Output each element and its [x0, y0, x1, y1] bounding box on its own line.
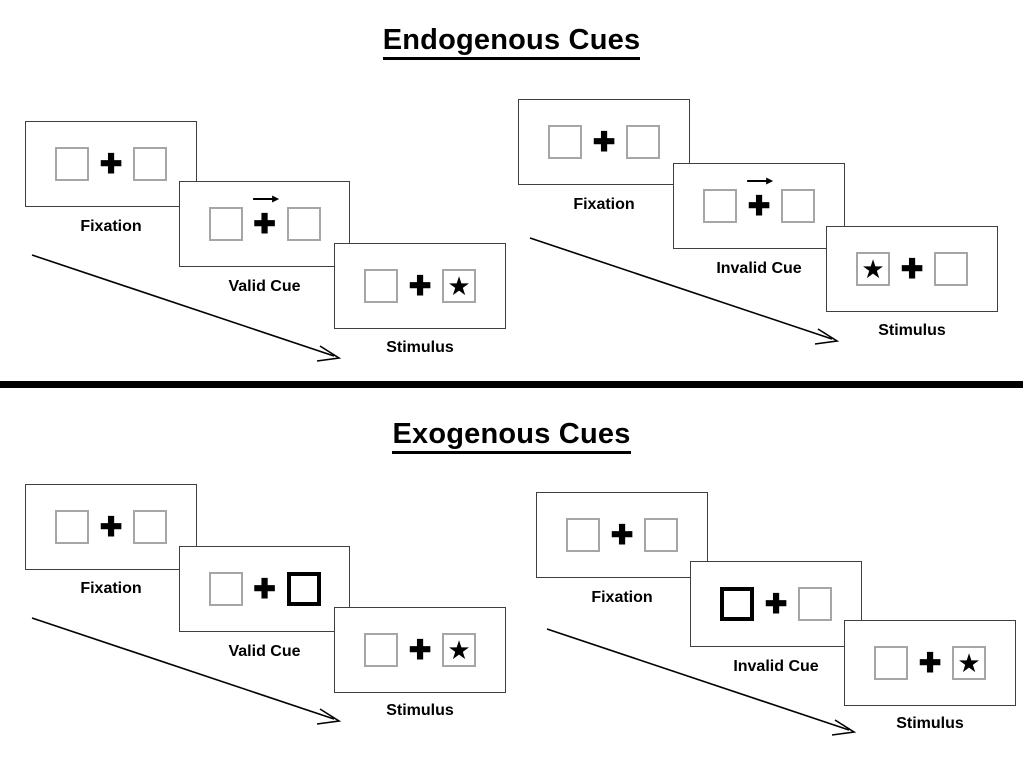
fixation-cross-wrap: ✚: [398, 270, 442, 301]
stim-box-left: [55, 147, 89, 181]
fixation-cross-wrap: ✚: [89, 148, 133, 179]
stim-box-left: [208, 572, 243, 606]
fixation-cross-icon: ✚: [99, 511, 123, 542]
panel-content: ✚: [208, 572, 321, 606]
panel-content: ✚: [55, 147, 167, 181]
panel-content: ✚: [208, 195, 321, 241]
stim-box-right: [644, 518, 678, 552]
panel-label-exogenous-invalid-cue: Invalid Cue: [733, 658, 819, 675]
stim-box-left: ★: [856, 252, 890, 286]
panel-exogenous-invalid-cue[interactable]: ✚: [690, 561, 862, 647]
panel-content: ✚ ★: [364, 633, 476, 667]
fixation-cross-icon: ✚: [764, 588, 788, 619]
panel-content: ✚ ★: [364, 269, 476, 303]
fixation-cross-wrap: ✚: [600, 519, 644, 550]
star-target-icon: ★: [861, 254, 885, 284]
fixation-cross-wrap: ✚: [398, 634, 442, 665]
panel-content: ✚: [548, 125, 660, 159]
fixation-cross-wrap: ✚: [243, 195, 287, 239]
stim-box-left: [55, 510, 89, 544]
stim-box-right: [934, 252, 968, 286]
stim-box-left: [703, 189, 737, 223]
panel-label-exogenous-valid-stimulus: Stimulus: [386, 702, 454, 719]
panel-content: ✚: [720, 587, 832, 621]
fixation-cross-icon: ✚: [610, 519, 634, 550]
timeline-arrow-endogenous-invalid: [529, 237, 840, 345]
section-title-endogenous-text: Endogenous Cues: [382, 24, 641, 60]
stim-box-left: [548, 125, 582, 159]
fixation-cross-icon: ✚: [900, 253, 924, 284]
stim-box-right: ★: [442, 633, 476, 667]
stim-box-left-cued: [720, 587, 754, 621]
panel-content: ★ ✚: [856, 252, 968, 286]
fixation-cross-wrap: ✚: [89, 511, 133, 542]
fixation-cross-icon: ✚: [253, 208, 276, 239]
star-target-icon: ★: [957, 648, 981, 678]
panel-exogenous-valid-stimulus[interactable]: ✚ ★: [334, 607, 506, 693]
fixation-cross-wrap: ✚: [243, 573, 287, 604]
fixation-cross-icon: ✚: [253, 573, 276, 604]
timeline-arrow-endogenous-valid: [31, 254, 342, 362]
stim-box-right: ★: [442, 269, 476, 303]
panel-content: ✚: [703, 177, 815, 223]
panel-exogenous-invalid-fixation[interactable]: ✚: [536, 492, 708, 578]
star-target-icon: ★: [447, 271, 471, 301]
fixation-cross-icon: ✚: [918, 647, 942, 678]
panel-label-exogenous-valid-cue: Valid Cue: [228, 643, 301, 660]
stim-box-right-cued: [286, 572, 321, 606]
panel-endogenous-valid-stimulus[interactable]: ✚ ★: [334, 243, 506, 329]
panel-content: ✚: [566, 518, 678, 552]
panel-label-endogenous-invalid-cue: Invalid Cue: [716, 260, 802, 277]
panel-exogenous-invalid-stimulus[interactable]: ✚ ★: [844, 620, 1016, 706]
panel-endogenous-invalid-fixation[interactable]: ✚: [518, 99, 690, 185]
fixation-cross-icon: ✚: [99, 148, 123, 179]
stim-box-left: [364, 269, 398, 303]
panel-exogenous-valid-fixation[interactable]: ✚: [25, 484, 197, 570]
fixation-cross-icon: ✚: [408, 634, 432, 665]
stim-box-right: [626, 125, 660, 159]
stim-box-right: [286, 207, 321, 241]
panel-endogenous-invalid-stimulus[interactable]: ★ ✚: [826, 226, 998, 312]
stim-box-right: ★: [952, 646, 986, 680]
arrow-right-cue-icon: [747, 177, 774, 184]
panel-content: ✚ ★: [874, 646, 986, 680]
fixation-cross-wrap: ✚: [908, 647, 952, 678]
fixation-cross-icon: ✚: [592, 126, 616, 157]
panel-label-endogenous-valid-fixation: Fixation: [80, 218, 142, 235]
panel-endogenous-invalid-cue[interactable]: ✚: [673, 163, 845, 249]
panel-endogenous-valid-cue[interactable]: ✚: [179, 181, 350, 267]
stim-box-right: [781, 189, 815, 223]
stim-box-left: [364, 633, 398, 667]
panel-label-endogenous-valid-stimulus: Stimulus: [386, 339, 454, 356]
panel-content: ✚: [55, 510, 167, 544]
star-target-icon: ★: [447, 635, 471, 665]
stim-box-right: [133, 147, 167, 181]
fixation-cross-wrap: ✚: [890, 253, 934, 284]
fixation-cross-icon: ✚: [747, 190, 771, 221]
panel-label-endogenous-invalid-stimulus: Stimulus: [878, 322, 946, 339]
panel-label-exogenous-invalid-stimulus: Stimulus: [896, 715, 964, 732]
section-title-exogenous-text: Exogenous Cues: [392, 418, 631, 454]
fixation-cross-wrap: ✚: [582, 126, 626, 157]
panel-label-exogenous-valid-fixation: Fixation: [80, 580, 142, 597]
stim-box-right: [133, 510, 167, 544]
panel-label-endogenous-valid-cue: Valid Cue: [228, 278, 301, 295]
stim-box-right: [798, 587, 832, 621]
fixation-cross-wrap: ✚: [754, 588, 798, 619]
arrow-right-cue-icon: [252, 195, 279, 202]
stim-box-left: [208, 207, 243, 241]
section-divider: [0, 381, 1023, 388]
timeline-arrow-exogenous-invalid: [546, 628, 857, 736]
panel-exogenous-valid-cue[interactable]: ✚: [179, 546, 350, 632]
panel-label-exogenous-invalid-fixation: Fixation: [591, 589, 653, 606]
panel-endogenous-valid-fixation[interactable]: ✚: [25, 121, 197, 207]
fixation-cross-wrap: ✚: [737, 177, 781, 221]
stim-box-left: [566, 518, 600, 552]
panel-label-endogenous-invalid-fixation: Fixation: [573, 196, 635, 213]
fixation-cross-icon: ✚: [408, 270, 432, 301]
timeline-arrow-exogenous-valid: [31, 617, 342, 725]
section-title-exogenous: Exogenous Cues: [0, 418, 1023, 454]
stim-box-left: [874, 646, 908, 680]
section-title-endogenous: Endogenous Cues: [0, 24, 1023, 60]
